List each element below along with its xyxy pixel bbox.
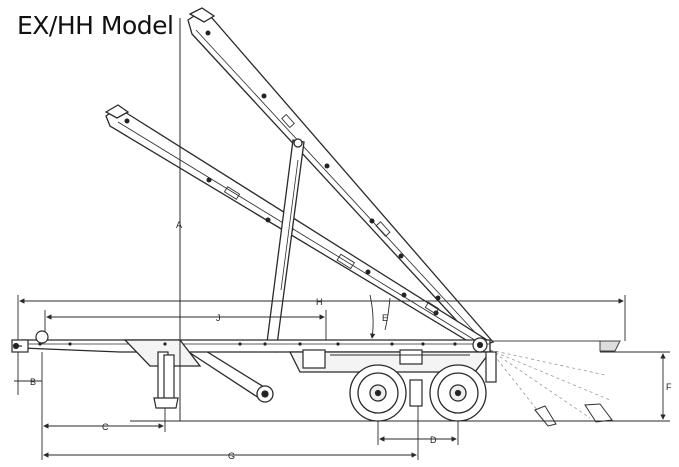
lower-arm-plates [223, 186, 440, 315]
dimension-d [377, 421, 459, 445]
suspension [302, 349, 470, 407]
dimension-c [41, 352, 166, 460]
raised-lift-arm [187, 7, 495, 347]
dimension-c-label: C [102, 422, 109, 432]
dimension-d-label: D [430, 435, 437, 445]
dimension-h [17, 295, 626, 341]
landing-gear [153, 351, 179, 409]
dimension-f [560, 351, 670, 422]
dimension-b [14, 352, 42, 395]
hydraulic-cylinder [265, 138, 305, 353]
tipped-hook-ends [534, 403, 613, 427]
dimension-b-label: B [30, 377, 36, 387]
rear-wheel-1 [349, 364, 407, 422]
dimension-f-label: F [666, 382, 672, 392]
trailer-frame [21, 339, 492, 373]
dimension-h-label: H [316, 297, 323, 307]
container-outline [490, 340, 621, 352]
front-coupler [11, 330, 49, 353]
frame-rivets [38, 342, 457, 346]
dimension-e-label: E [382, 313, 388, 323]
diagram-title: EX/HH Model [17, 11, 174, 40]
rear-pivot [472, 337, 497, 383]
dimension-g [43, 406, 419, 460]
dimension-a-label: A [176, 220, 182, 230]
raised-arm-plates [281, 113, 391, 237]
tipped-container-ghost [489, 349, 611, 421]
dimension-g-label: G [228, 451, 235, 461]
dimension-j-label: J [216, 313, 221, 323]
dimension-e [369, 294, 391, 339]
rear-wheel-2 [429, 364, 487, 422]
dimension-j [44, 310, 327, 340]
